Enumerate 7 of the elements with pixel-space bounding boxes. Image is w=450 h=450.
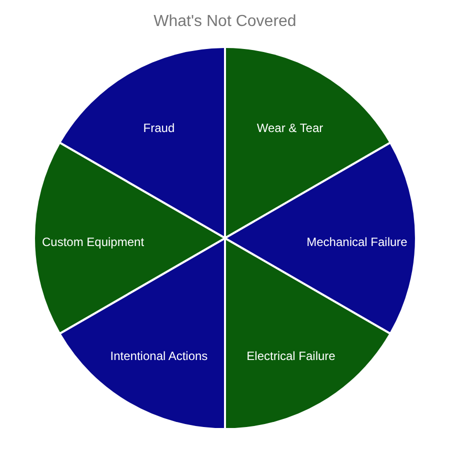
chart-title: What's Not Covered (154, 12, 296, 32)
slice-label: Intentional Actions (110, 348, 208, 363)
slice-label: Wear & Tear (256, 120, 324, 135)
slice-label: Electrical Failure (246, 348, 336, 363)
slice-label: Mechanical Failure (306, 234, 408, 249)
slice-label: Fraud (143, 120, 175, 135)
slice-label: Custom Equipment (42, 234, 144, 249)
